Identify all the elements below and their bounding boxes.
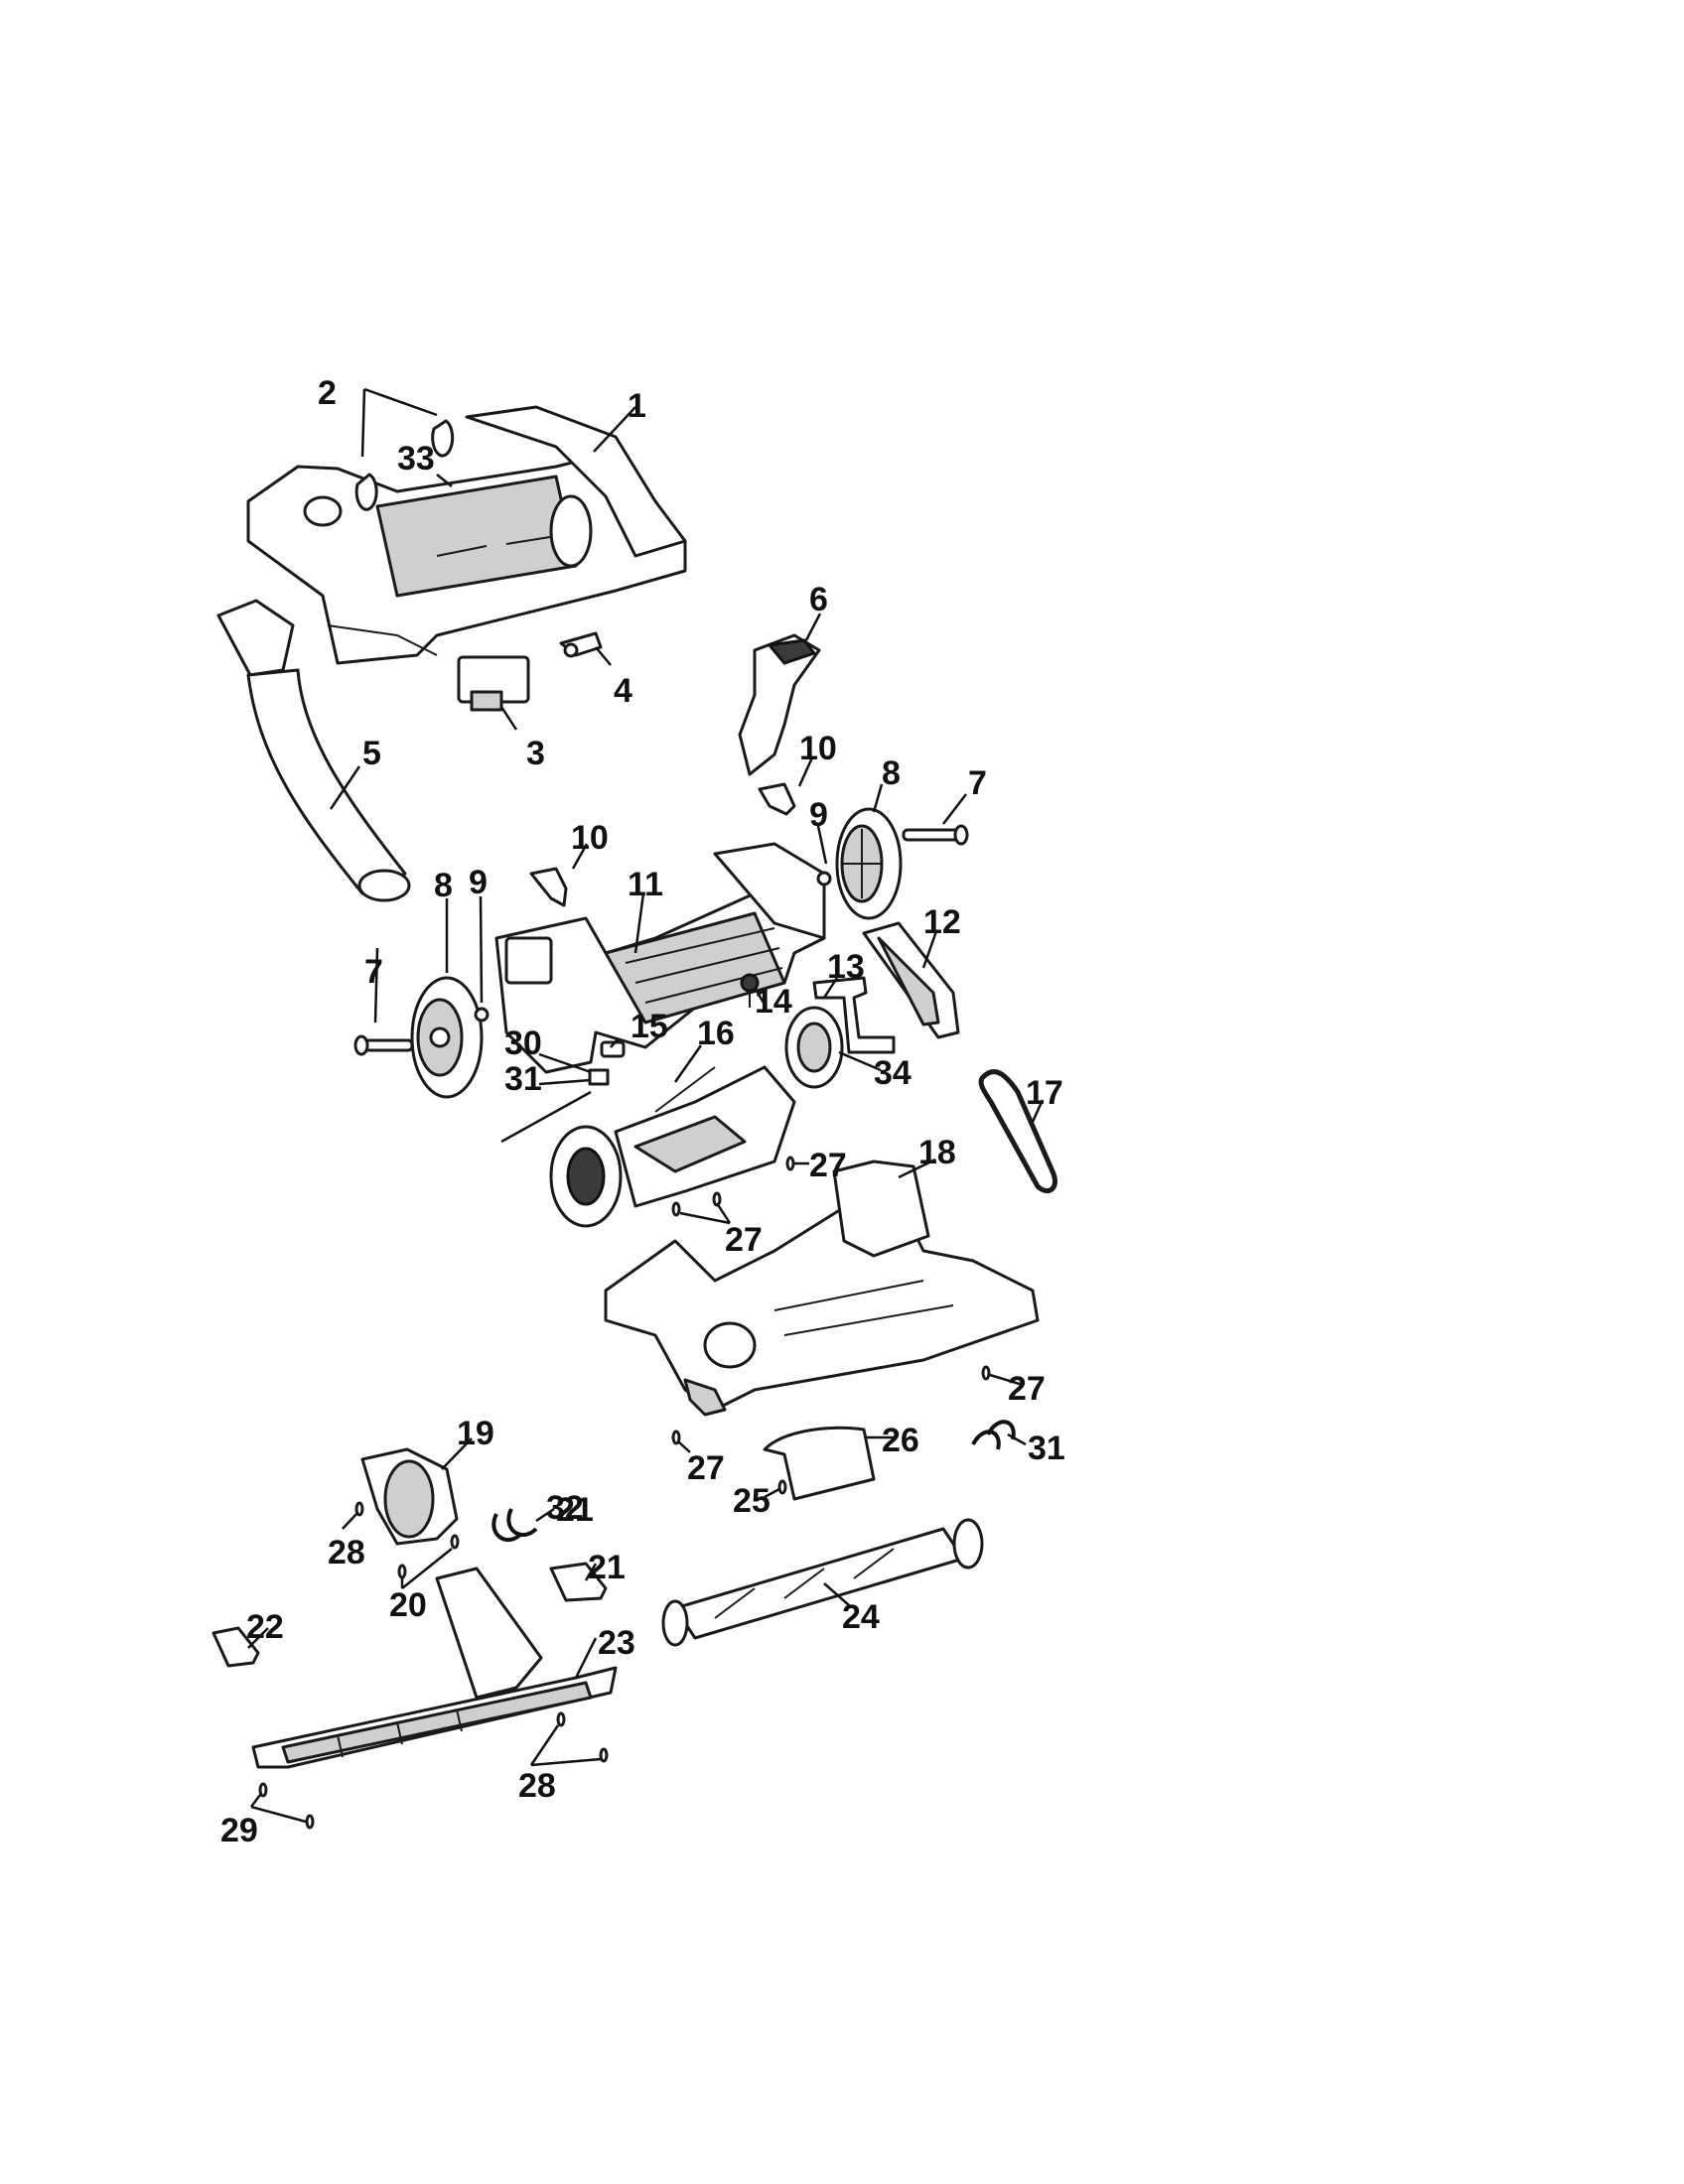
part-11-chassis [494, 842, 826, 1074]
callout-label: 28 [328, 1534, 365, 1571]
part-13-lever [812, 976, 896, 1054]
callout-label: 14 [755, 983, 792, 1021]
callout-label: 7 [364, 953, 383, 991]
callout-label: 34 [874, 1054, 912, 1092]
part-8-wheel-left [410, 976, 484, 1099]
callout-label: 9 [469, 864, 488, 901]
part-9-nut-left [474, 1007, 490, 1023]
part-18-base [604, 1160, 1040, 1417]
callout-label: 4 [614, 672, 632, 710]
callout-label: 27 [725, 1221, 763, 1259]
part-23-brushroll [661, 1518, 984, 1647]
callout-label: 29 [220, 1812, 258, 1849]
part-9-nut-right [816, 871, 832, 887]
callout-label: 6 [809, 581, 828, 618]
part-21-latch-right [549, 1562, 608, 1602]
callout-label: 20 [389, 1586, 427, 1624]
callout-label: 19 [457, 1415, 494, 1452]
callout-label: 8 [434, 867, 453, 904]
callout-label: 22 [246, 1608, 284, 1646]
callout-label: 3 [526, 735, 545, 772]
callout-label: 27 [687, 1449, 725, 1487]
callout-label: 17 [1026, 1074, 1063, 1112]
callout-label: 10 [571, 819, 609, 857]
part-17-belt [978, 1069, 1057, 1193]
callout-label: 2 [318, 374, 337, 412]
callout-label: 16 [697, 1015, 735, 1052]
part-5-hose [216, 599, 411, 902]
part-19-duct [360, 1447, 459, 1546]
callout-labels: 1 2 3 4 5 6 7 7 8 8 9 9 10 10 11 12 13 1… [220, 374, 1065, 1849]
callout-label: 10 [799, 730, 837, 767]
part-21-latch-left [211, 1626, 260, 1668]
part-4-clip [559, 631, 603, 658]
part-10-spring-left [529, 867, 568, 907]
callout-label: 33 [397, 440, 435, 478]
part-31-clip-right [971, 1420, 1016, 1450]
callout-label: 12 [923, 903, 961, 941]
leader-lines [247, 387, 1045, 1824]
part-10-spring-right [758, 782, 796, 816]
callout-label: 30 [504, 1024, 542, 1062]
callout-label: 21 [556, 1491, 594, 1529]
part-hood-cover [246, 405, 687, 665]
callout-label: 8 [882, 754, 901, 792]
callout-label: 11 [628, 866, 663, 903]
callout-label: 31 [1028, 1430, 1065, 1467]
part-3-bracket [457, 655, 530, 712]
callout-label: 1 [628, 387, 646, 425]
part-7-axle-right [902, 824, 969, 846]
part-8-wheel-right [835, 807, 903, 920]
part-screws [258, 1156, 991, 1830]
part-6-pedal [738, 633, 821, 776]
part-22-base-plate [251, 1567, 618, 1769]
callout-label: 32 [546, 1489, 584, 1527]
callout-label: 26 [882, 1422, 919, 1459]
part-31-clip-left [491, 1508, 538, 1542]
callout-label: 25 [733, 1482, 771, 1520]
callout-label: 13 [827, 948, 865, 986]
part-12-belt-cover [862, 921, 960, 1039]
callout-label: 24 [842, 1598, 880, 1636]
part-14-screw [740, 973, 760, 1008]
part-motor-assembly [549, 1006, 844, 1228]
callout-label: 27 [1008, 1370, 1046, 1408]
callout-label: 21 [588, 1549, 626, 1586]
callout-label: 15 [631, 1008, 668, 1045]
callout-label: 7 [968, 764, 987, 802]
callout-label: 5 [362, 735, 381, 772]
callout-label: 9 [809, 796, 828, 834]
callout-label: 28 [518, 1767, 556, 1805]
part-25-cover [763, 1426, 876, 1501]
callout-label: 18 [918, 1134, 956, 1171]
part-7-axle-left [353, 1034, 414, 1056]
callout-label: 27 [809, 1147, 847, 1184]
callout-label: 31 [504, 1060, 542, 1098]
callout-label: 23 [598, 1624, 635, 1662]
